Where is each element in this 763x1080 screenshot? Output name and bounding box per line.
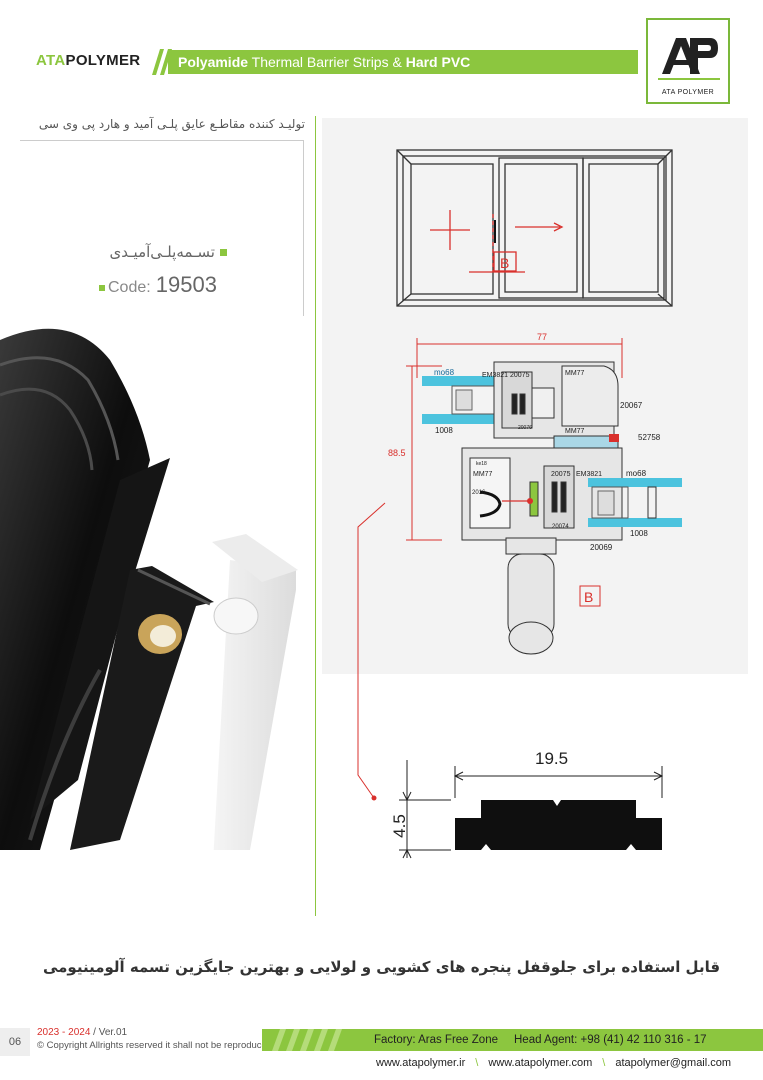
- label-mo68-a: mo68: [434, 368, 455, 377]
- head-agent: Head Agent: +98 (41) 42 110 316 - 17: [514, 1034, 707, 1046]
- leader-line: [357, 502, 386, 801]
- window-elevation: [396, 149, 673, 307]
- dim-height: 4.5: [390, 814, 409, 838]
- profile-dimension-lines: [399, 760, 664, 859]
- dim-88-5: 88.5: [388, 448, 406, 458]
- link-website-com[interactable]: www.atapolymer.com: [488, 1057, 593, 1069]
- upper-sash-profile: [493, 361, 619, 439]
- glass-lower: [588, 478, 682, 527]
- product-code: Code: 19503: [99, 272, 217, 298]
- product-photo: [0, 328, 298, 850]
- header-tagline-band: Polyamide Thermal Barrier Strips & Hard …: [168, 50, 638, 74]
- section-label-b: B: [584, 589, 593, 605]
- label-ke18: ke18: [476, 461, 487, 467]
- separator: \: [475, 1057, 479, 1069]
- footer-stripes: [272, 1029, 342, 1051]
- dimension-lines: [406, 338, 623, 541]
- label-mm77-c: MM77: [473, 471, 493, 478]
- dim-width: 19.5: [535, 749, 568, 768]
- label-1008-a: 1008: [435, 426, 453, 435]
- left-frame-top: [20, 140, 304, 141]
- label-em3821-b: EM3821: [576, 471, 602, 478]
- version-line: 2023 - 2024 / Ver.01: [37, 1027, 127, 1038]
- label-20067: 20067: [620, 401, 643, 410]
- column-divider: [315, 116, 316, 916]
- label-20069: 20069: [590, 543, 613, 552]
- glass-upper: [422, 376, 495, 424]
- tagline-bold-1: Polyamide: [178, 54, 249, 70]
- label-mo68-b: mo68: [626, 469, 647, 478]
- strip-profile-drawing: 19.5 4.5: [390, 749, 664, 859]
- label-20075-b: 20075: [551, 471, 571, 478]
- logo-mark-icon: [658, 38, 720, 80]
- window-label-b: B: [500, 255, 509, 271]
- separator: \: [602, 1057, 606, 1069]
- strip-cross-section: [455, 800, 662, 850]
- link-website-ir[interactable]: www.atapolymer.ir: [376, 1057, 466, 1069]
- window-section-drawing: B 77 88.5: [388, 149, 682, 655]
- page-footer: 06 2023 - 2024 / Ver.01 © Copyright Allr…: [0, 1024, 763, 1080]
- link-email[interactable]: atapolymer@gmail.com: [615, 1057, 732, 1069]
- product-name: تسـمه‌پلـی‌آمیـدی: [110, 243, 227, 261]
- tagline-mid: Thermal Barrier Strips &: [248, 54, 406, 70]
- code-label: Code:: [108, 279, 151, 296]
- persian-tagline: تولیـد کننده مقاطـع عایق پلـی آمید و هار…: [38, 117, 305, 131]
- page-number: 06: [0, 1028, 30, 1056]
- dim-77: 77: [537, 332, 547, 342]
- copyright: © Copyright Allrights reserved it shall …: [37, 1040, 267, 1051]
- brand-prefix: ATA: [36, 52, 66, 69]
- label-20076: 20076: [518, 425, 532, 431]
- years: 2023 - 2024: [37, 1027, 91, 1038]
- technical-drawing-panel: B 77 88.5: [322, 118, 748, 674]
- code-value: 19503: [155, 272, 217, 297]
- window-opening-symbols: [430, 210, 564, 273]
- version: / Ver.01: [90, 1027, 128, 1038]
- footer-info: Factory: Aras Free Zone Head Agent: +98 (…: [374, 1029, 723, 1051]
- label-2016: 2016: [472, 490, 486, 496]
- label-em3821-a: EM3821: [482, 372, 508, 379]
- footer-links: www.atapolymer.ir \ www.atapolymer.com \ ata…: [376, 1057, 731, 1069]
- tagline-bold-2: Hard PVC: [405, 54, 471, 70]
- footer-contact-band: Factory: Aras Free Zone Head Agent: +98 (…: [262, 1029, 763, 1051]
- factory: Factory: Aras Free Zone: [374, 1034, 498, 1046]
- left-frame-side: [303, 140, 304, 316]
- label-mm77-b: MM77: [565, 428, 585, 435]
- bullet-square: [220, 249, 227, 256]
- bullet-square: [99, 284, 105, 291]
- brand-name: ATAPOLYMER: [36, 52, 140, 69]
- brand-rest: POLYMER: [65, 52, 141, 69]
- label-20074: 20074: [552, 524, 569, 530]
- logo-caption: ATA POLYMER: [661, 89, 715, 96]
- label-52758: 52758: [638, 433, 661, 442]
- company-logo: ATA POLYMER: [646, 18, 730, 104]
- product-name-text: تسـمه‌پلـی‌آمیـدی: [109, 243, 215, 261]
- label-20075-a: 20075: [510, 372, 530, 379]
- label-1008-b: 1008: [630, 529, 648, 538]
- label-mm77-a: MM77: [565, 370, 585, 377]
- usage-note: قابل استفاده برای جلوقفل پنجره های کشویی…: [42, 958, 721, 976]
